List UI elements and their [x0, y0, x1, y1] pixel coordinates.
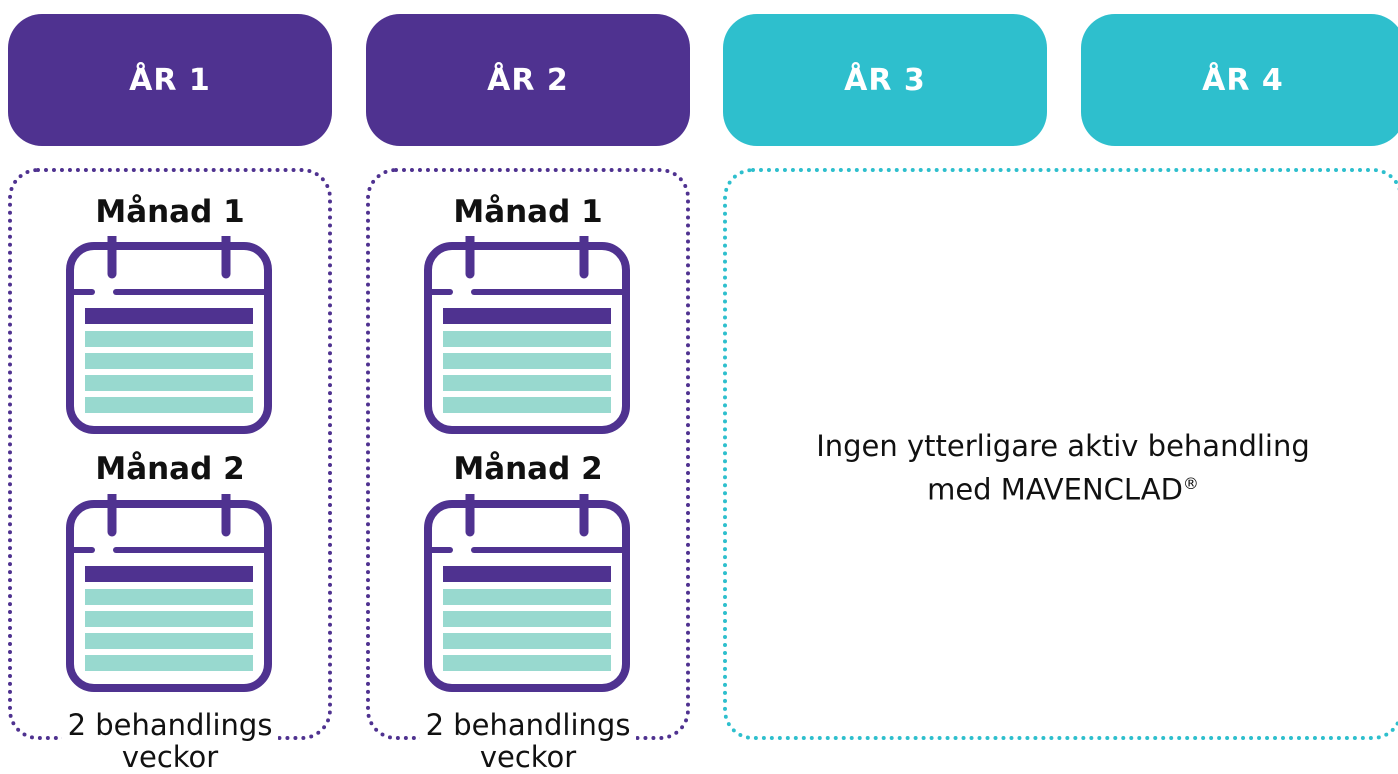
year-4-header: ÅR 4: [1081, 14, 1398, 146]
year-4-label: ÅR 4: [1202, 62, 1284, 98]
registered-mark: ®: [1182, 474, 1199, 493]
year-2-header: ÅR 2: [366, 14, 690, 146]
calendar-icon: [424, 494, 630, 692]
calendar-icon: [424, 236, 630, 434]
year-2-duration-line-2: veckor: [473, 740, 583, 774]
year-3-label: ÅR 3: [844, 62, 926, 98]
year-1-duration: 2 behandlings veckor: [8, 708, 332, 774]
year-1-month-1-label: Månad 1: [95, 194, 245, 230]
year-1-duration-line-2: veckor: [115, 740, 225, 774]
year-1-month-2-label: Månad 2: [95, 451, 245, 487]
calendar-icon: [66, 494, 272, 692]
year-2-duration: 2 behandlings veckor: [366, 708, 690, 774]
calendar-icon: [66, 236, 272, 434]
no-treatment-box: [723, 168, 1398, 740]
year-3-header: ÅR 3: [723, 14, 1047, 146]
year-2-label: ÅR 2: [487, 62, 569, 98]
year-2-duration-line-1: 2 behandlings: [419, 708, 637, 742]
no-treatment-line-2: med MAVENCLAD: [927, 472, 1183, 507]
year-2-month-2-label: Månad 2: [453, 451, 603, 487]
year-1-duration-line-1: 2 behandlings: [61, 708, 279, 742]
year-1-header: ÅR 1: [8, 14, 332, 146]
no-treatment-text: Ingen ytterligare aktiv behandling med M…: [723, 428, 1398, 509]
no-treatment-line-1: Ingen ytterligare aktiv behandling: [816, 429, 1310, 463]
year-2-month-1-label: Månad 1: [453, 194, 603, 230]
year-1-label: ÅR 1: [129, 62, 211, 98]
